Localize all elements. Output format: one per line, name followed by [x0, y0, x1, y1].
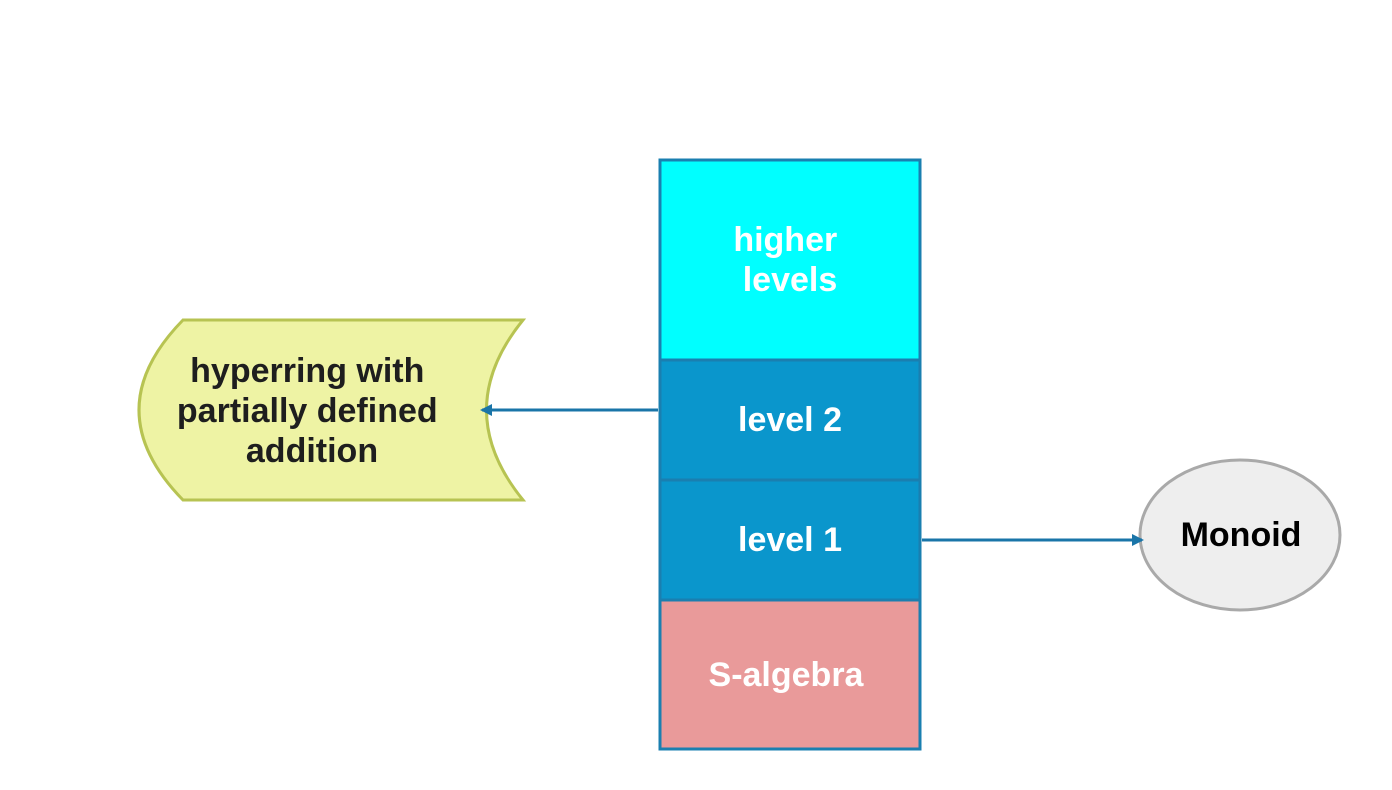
hyperring-line-3: addition: [246, 432, 378, 470]
block-level-2[interactable]: [658, 358, 922, 482]
hyperring-shape[interactable]: [137, 318, 527, 502]
block-higher-levels-label: higher levels: [733, 221, 846, 299]
higher-levels-line-2: levels: [743, 261, 838, 299]
block-level-1[interactable]: [658, 478, 922, 602]
block-level-2-label: level 2: [738, 401, 842, 439]
hyperring-line-2: partially defined: [177, 392, 438, 430]
hyperring-line-1: hyperring with: [190, 352, 424, 390]
hyperring-label: hyperring with partially defined additio…: [177, 352, 447, 470]
higher-levels-line-1: higher: [733, 221, 837, 259]
block-higher-levels[interactable]: [658, 158, 922, 362]
monoid-label: Monoid: [1181, 516, 1302, 554]
stack-blocks: [658, 158, 922, 751]
block-s-algebra[interactable]: [658, 598, 922, 751]
block-level-1-label: level 1: [738, 521, 842, 559]
block-s-algebra-label: S-algebra: [709, 656, 865, 694]
